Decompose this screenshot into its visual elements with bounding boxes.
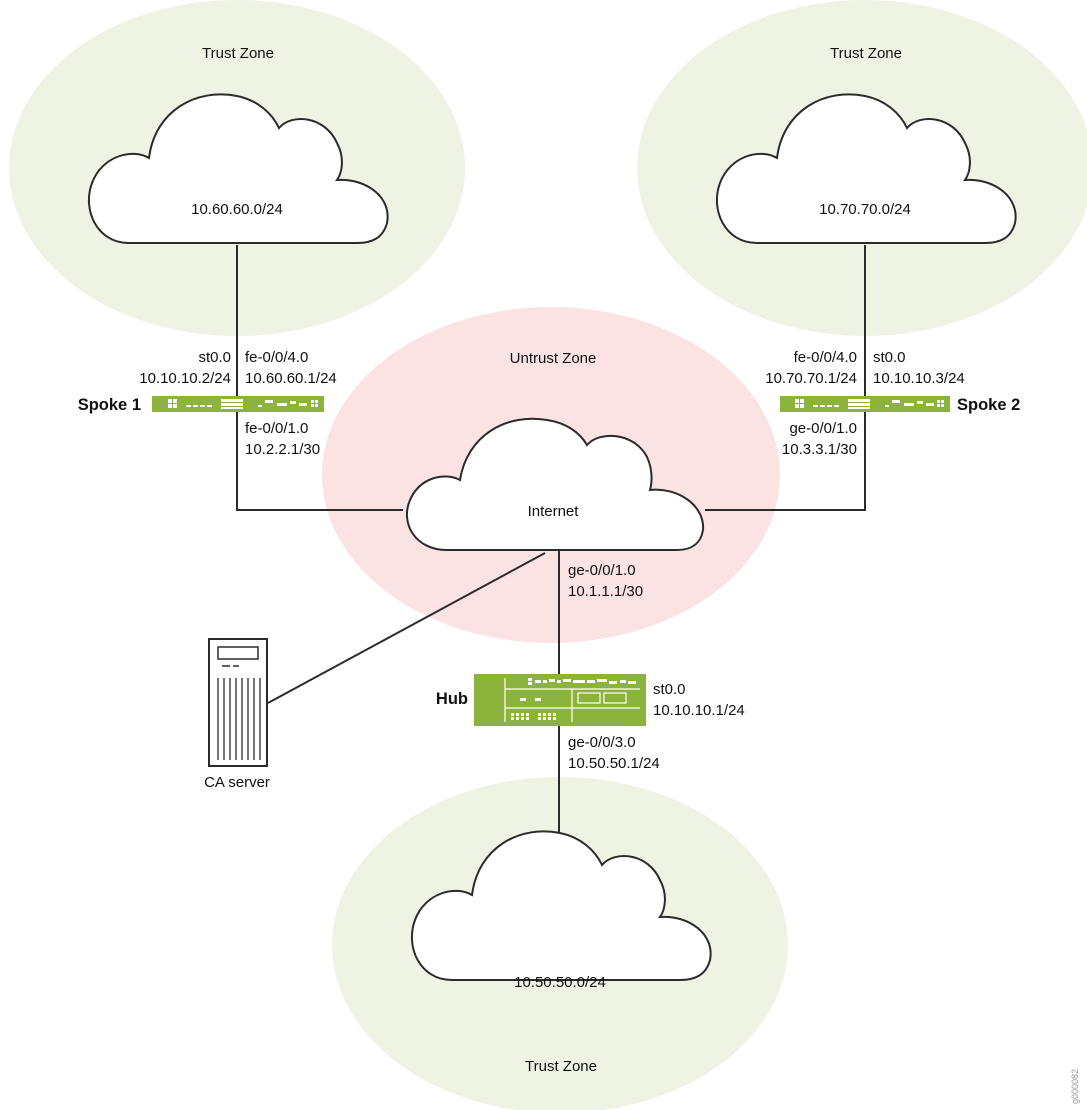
spoke2-wan-ip: 10.3.3.1/30 xyxy=(782,441,857,458)
spoke2-wan-interface: ge-0/0/1.0 xyxy=(789,420,857,437)
network-label-internet: Internet xyxy=(528,503,580,520)
zone-label-trust-left: Trust Zone xyxy=(202,45,274,62)
zone-label-trust-right: Trust Zone xyxy=(830,45,902,62)
figure-id-watermark: g000082 xyxy=(1070,1069,1080,1104)
server-icon[interactable] xyxy=(208,638,268,767)
network-label-left: 10.60.60.0/24 xyxy=(191,201,283,218)
zone-label-trust-bottom: Trust Zone xyxy=(525,1058,597,1075)
spoke1-wan-ip: 10.2.2.1/30 xyxy=(245,441,320,458)
spoke1-lan-ip: 10.60.60.1/24 xyxy=(245,370,337,387)
hub-wan-ip: 10.1.1.1/30 xyxy=(568,583,643,600)
link-spoke1-internet xyxy=(236,412,403,511)
spoke2-st-interface: st0.0 xyxy=(873,349,906,366)
spoke1-lan-interface: fe-0/0/4.0 xyxy=(245,349,308,366)
hub-lan-ip: 10.50.50.1/24 xyxy=(568,755,660,772)
spoke2-st-ip: 10.10.10.3/24 xyxy=(873,370,965,387)
spoke1-st-ip: 10.10.10.2/24 xyxy=(139,370,231,387)
link-internet-ca-server xyxy=(267,552,546,704)
hub-lan-interface: ge-0/0/3.0 xyxy=(568,734,636,751)
network-label-right: 10.70.70.0/24 xyxy=(819,201,911,218)
spoke2-name: Spoke 2 xyxy=(957,396,1020,414)
hub-st-ip: 10.10.10.1/24 xyxy=(653,702,745,719)
hub-device-icon[interactable] xyxy=(474,674,646,726)
spoke2-device-icon[interactable] xyxy=(780,396,950,412)
spoke2-lan-ip: 10.70.70.1/24 xyxy=(765,370,857,387)
zone-label-untrust: Untrust Zone xyxy=(510,350,597,367)
spoke1-st-interface: st0.0 xyxy=(198,349,231,366)
spoke1-name: Spoke 1 xyxy=(78,396,141,414)
hub-st-interface: st0.0 xyxy=(653,681,686,698)
hub-wan-interface: ge-0/0/1.0 xyxy=(568,562,636,579)
link-spoke2-internet xyxy=(705,412,866,511)
network-label-bottom: 10.50.50.0/24 xyxy=(514,974,606,991)
spoke1-wan-interface: fe-0/0/1.0 xyxy=(245,420,308,437)
spoke2-lan-interface: fe-0/0/4.0 xyxy=(794,349,857,366)
ca-server-label: CA server xyxy=(204,774,270,791)
hub-name: Hub xyxy=(436,690,468,708)
spoke1-device-icon[interactable] xyxy=(152,396,324,412)
